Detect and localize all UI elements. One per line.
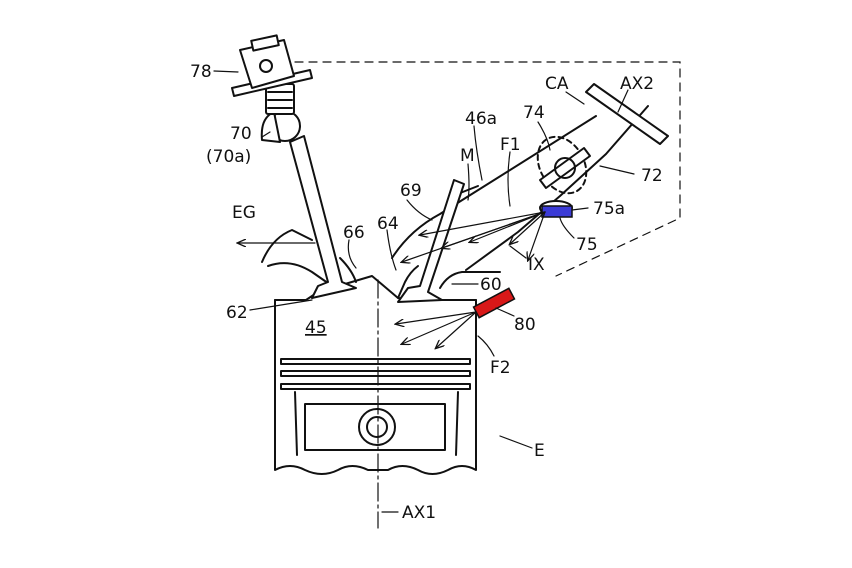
label-75a: 75a <box>593 199 625 219</box>
label-eg: EG <box>232 203 256 223</box>
label-f2: F2 <box>490 358 511 378</box>
label-f1: F1 <box>500 135 521 155</box>
label-ca: CA <box>545 74 569 94</box>
label-74: 74 <box>523 103 545 123</box>
label-60: 60 <box>480 275 502 295</box>
intake-valve <box>397 179 465 303</box>
label-ax2: AX2 <box>620 74 654 94</box>
label-72: 72 <box>641 166 663 186</box>
label-m: M <box>460 146 475 166</box>
label-75: 75 <box>576 235 598 255</box>
cylinder-head <box>274 265 501 301</box>
label-69: 69 <box>400 181 422 201</box>
label-45: 45 <box>305 318 327 338</box>
component-70 <box>260 110 301 143</box>
label-e: E <box>534 441 545 461</box>
piston <box>274 299 477 475</box>
injector-75-body <box>541 205 573 218</box>
label-70: 70 <box>230 124 252 144</box>
injector-75 <box>539 200 573 218</box>
label-80: 80 <box>514 315 536 335</box>
label-ax1: AX1 <box>402 503 436 523</box>
intake-port <box>391 105 649 271</box>
label-46a: 46a <box>465 109 497 129</box>
exhaust-port <box>238 229 357 289</box>
label-70a: (70a) <box>206 147 251 167</box>
throttle-plate <box>585 83 669 145</box>
label-62: 62 <box>226 303 248 323</box>
label-64: 64 <box>377 214 399 234</box>
label-78: 78 <box>190 62 212 82</box>
leader-lines <box>213 70 635 513</box>
butterfly-valve-74 <box>536 135 591 195</box>
label-ix: IX <box>528 255 545 275</box>
spray-arrows-f2 <box>396 311 477 348</box>
label-66: 66 <box>343 223 365 243</box>
exhaust-valve <box>289 135 357 299</box>
component-78 <box>231 34 313 115</box>
spray-arrows-f1 <box>402 211 546 262</box>
labels: 78 70 (70a) EG 66 64 69 M 46a F1 74 CA A… <box>190 62 663 523</box>
dashed-callout-frame <box>294 61 681 277</box>
